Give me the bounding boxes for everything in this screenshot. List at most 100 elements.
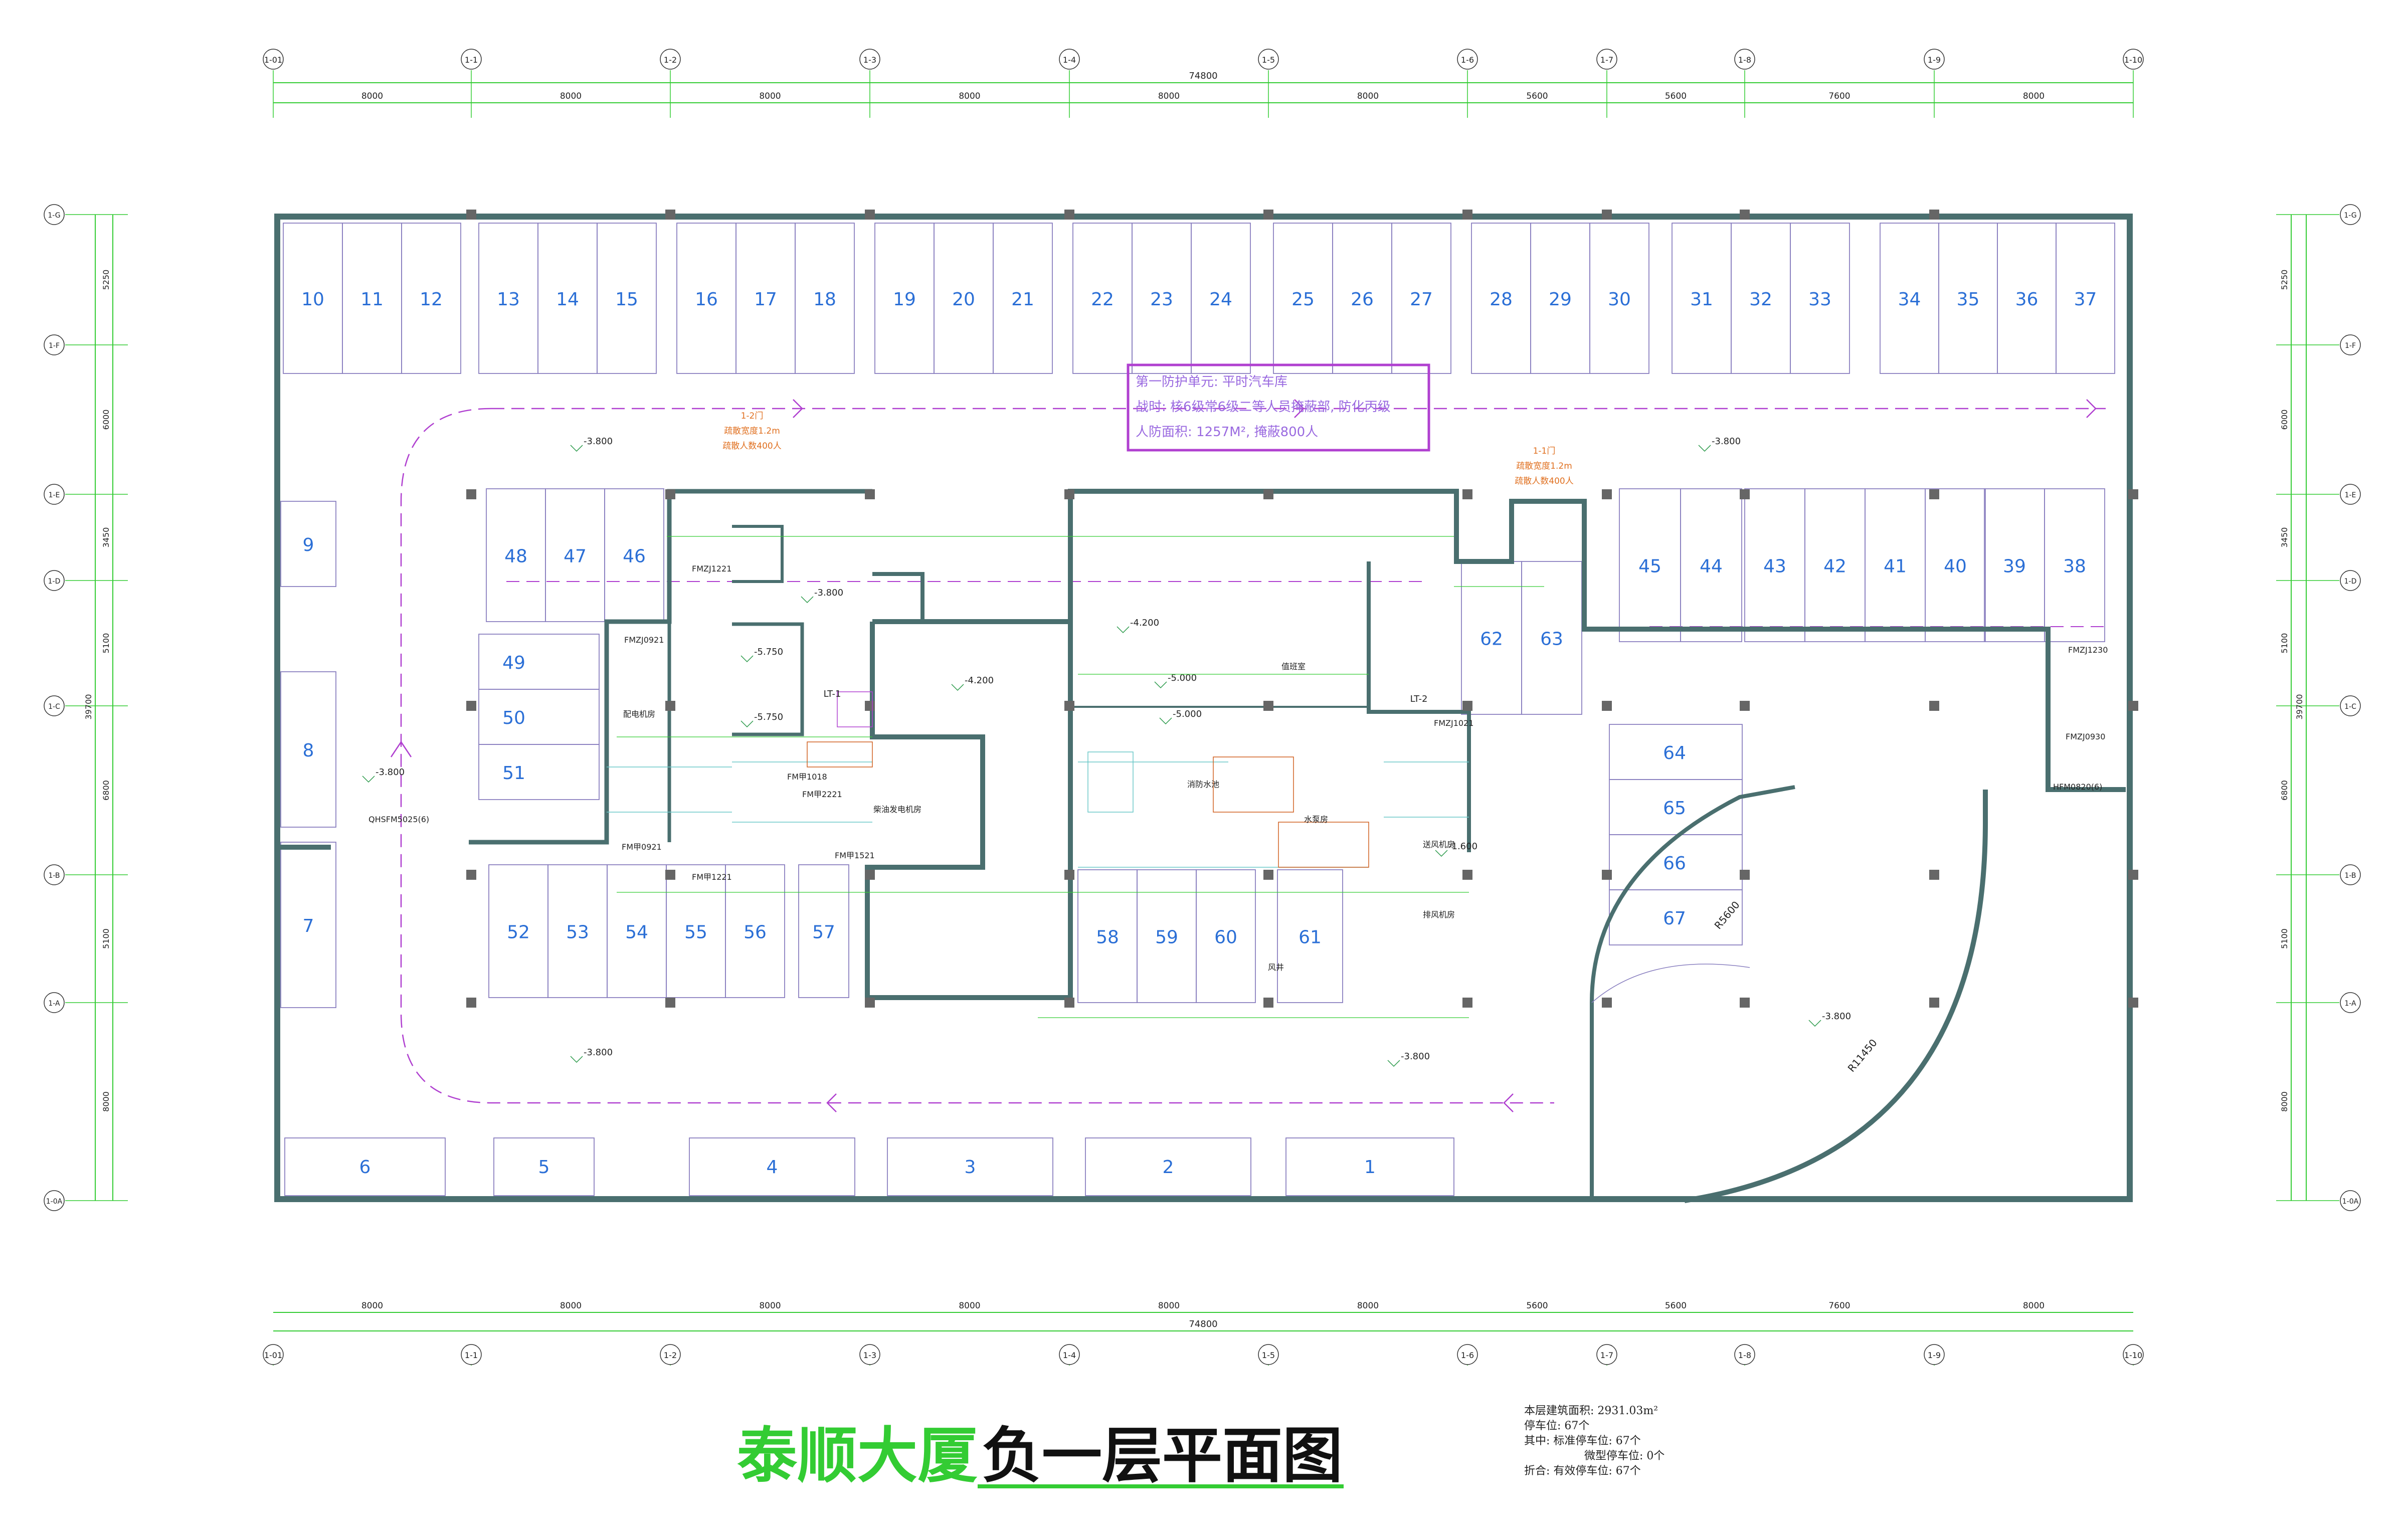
elevation-label: -1.600 [1448, 841, 1477, 852]
right-axis-bubble [2340, 864, 2361, 885]
structural-column [865, 998, 875, 1008]
elevation-label: -3.800 [1822, 1011, 1851, 1022]
door-label: HFM0820(6) [2053, 782, 2102, 792]
top-axis-bubble [1457, 49, 1478, 70]
top-axis-label: 1-5 [1262, 55, 1275, 65]
top-row-number: 11 [360, 289, 384, 310]
structural-column [1462, 210, 1472, 220]
lower-row-number: 54 [625, 922, 648, 943]
left-total-label: 39700 [84, 694, 93, 720]
top-row-number: 32 [1749, 289, 1772, 310]
left-axis-bubble [44, 570, 65, 591]
structural-column [466, 870, 476, 880]
top-axis-label: 1-4 [1063, 55, 1076, 65]
top-span-label: 8000 [560, 91, 582, 101]
top-row-slot [1391, 223, 1451, 374]
lower-row-number: 55 [684, 922, 707, 943]
top-axis-label: 1-2 [664, 55, 677, 65]
room-label: 排风机房 [1423, 910, 1455, 919]
bottom-axis-label: 1-5 [1262, 1351, 1275, 1360]
top-row-number: 16 [695, 289, 718, 310]
bottom-span-label: 8000 [361, 1301, 383, 1311]
bottom-span-label: 8000 [1158, 1301, 1180, 1311]
top-row-number: 12 [420, 289, 443, 310]
right-axis-label: 1-C [2344, 703, 2356, 711]
right-row-number: 38 [2063, 556, 2086, 577]
top-row-slot [2056, 223, 2115, 374]
radius-label: R11450 [1845, 1037, 1880, 1074]
top-row-number: 10 [301, 289, 324, 310]
structural-column [665, 701, 675, 711]
structural-column [2128, 870, 2138, 880]
room-label: 柴油发电机房 [873, 805, 921, 814]
bottom-row-number: 1 [1364, 1157, 1376, 1178]
left-axis-label: 1-F [49, 342, 60, 350]
top-row-number: 34 [1898, 289, 1921, 310]
structural-column [665, 998, 675, 1008]
bottom-axis-label: 1-7 [1600, 1351, 1613, 1360]
top-row-slot [1589, 223, 1649, 374]
structural-column [1064, 870, 1074, 880]
lower-row-number: 60 [1214, 927, 1237, 948]
bottom-axis-label: 1-2 [664, 1351, 677, 1360]
bottom-axis-label: 1-1 [465, 1351, 478, 1360]
bottom-row-slot [493, 1137, 595, 1196]
elevation-marker [741, 655, 754, 663]
structural-column [2128, 998, 2138, 1008]
bottom-axis-label: 1-10 [2124, 1351, 2142, 1360]
elevation-marker [1159, 717, 1172, 725]
top-row-number: 35 [1957, 289, 1980, 310]
left-axis-bubble [44, 1190, 65, 1211]
top-axis-bubble [1924, 49, 1945, 70]
right-total-label: 39700 [2295, 694, 2304, 720]
bottom-row-number: 6 [359, 1157, 371, 1178]
bottom-axis-label: 1-4 [1063, 1351, 1076, 1360]
elevation-label: -3.800 [376, 767, 405, 778]
bottom-span-label: 5600 [1665, 1301, 1687, 1311]
bottom-row-slot [1085, 1137, 1251, 1196]
elevation-label: -3.800 [1712, 436, 1741, 447]
equipment-block [1087, 751, 1134, 813]
mid-col-number: 51 [502, 763, 525, 784]
top-row-number: 23 [1150, 289, 1173, 310]
lift-label: LT-2 [1410, 694, 1428, 704]
top-axis-bubble [859, 49, 880, 70]
area-stats: 本层建筑面积: 2931.03m² 停车位: 67个 其中: 标准停车位: 67… [1524, 1404, 1664, 1479]
left-axis-label: 1-D [48, 578, 61, 586]
center-pair-number: 62 [1480, 629, 1503, 650]
right-axis-label: 1-F [2345, 342, 2356, 350]
elevation-label: -4.200 [1130, 618, 1159, 628]
top-axis-label: 1-3 [863, 55, 876, 65]
top-axis-label: 1-1 [465, 55, 478, 65]
structural-column [1602, 701, 1612, 711]
bottom-row-slot [1285, 1137, 1454, 1196]
left-span-label: 5100 [101, 928, 111, 949]
top-span-label: 8000 [759, 91, 781, 101]
bottom-axis-bubble [1258, 1344, 1279, 1365]
top-row-number: 19 [893, 289, 916, 310]
top-row-slot [1790, 223, 1850, 374]
structural-column [466, 210, 476, 220]
elevation-label: -3.800 [584, 436, 613, 447]
ramp-guide [1591, 964, 1750, 1003]
elevation-label: -5.000 [1168, 673, 1197, 683]
bottom-row-slot [887, 1137, 1053, 1196]
top-row-slot [1191, 223, 1251, 374]
structural-column [865, 870, 875, 880]
top-span-label: 8000 [361, 91, 383, 101]
top-row-number: 37 [2074, 289, 2097, 310]
bottom-axis-bubble [660, 1344, 681, 1365]
bottom-row-slot [689, 1137, 855, 1196]
elevation-marker [951, 684, 964, 691]
top-row-number: 27 [1410, 289, 1433, 310]
bottom-span-label: 8000 [560, 1301, 582, 1311]
right-axis-label: 1-G [2344, 212, 2356, 220]
door-label: FM甲1521 [835, 851, 875, 860]
room-label: 水泵房 [1304, 815, 1328, 824]
elevation-marker [1387, 1060, 1400, 1067]
room-label: 配电机房 [623, 709, 655, 719]
evac-right-note: 1-1门 [1533, 446, 1556, 456]
left-col-slot [280, 842, 336, 1008]
left-span-label: 5100 [101, 633, 111, 654]
